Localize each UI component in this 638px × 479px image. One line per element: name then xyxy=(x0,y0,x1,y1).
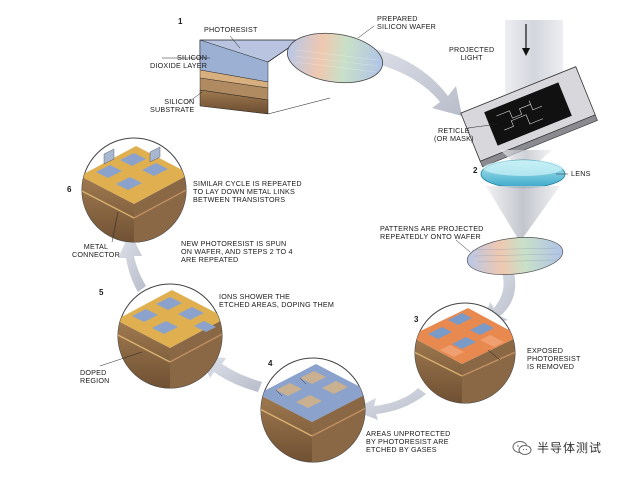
silicon-dioxide-line-1: SILICON xyxy=(177,53,208,62)
doped-region-line-1: DOPED xyxy=(80,368,107,377)
reticle-label: RETICLE (OR MASK) xyxy=(434,127,474,143)
step-6-metal-chip xyxy=(81,137,187,243)
step-2-projection xyxy=(460,20,598,275)
step-1-wafer-layers xyxy=(162,32,384,115)
lens-text: LENS xyxy=(571,169,591,178)
patterns-projected-line-2: REPEATEDLY ONTO WAFER xyxy=(380,232,481,241)
projected-light-line-1: PROJECTED xyxy=(449,45,495,54)
prepared-wafer xyxy=(286,32,384,84)
projected-light-line-2: LIGHT xyxy=(460,53,483,62)
new-photoresist-label: NEW PHOTORESIST IS SPUN ON WAFER, AND ST… xyxy=(181,240,293,264)
areas-unprotected-line-3: ETCHED BY GASES xyxy=(366,445,437,454)
projected-light-label: PROJECTED LIGHT xyxy=(449,46,494,62)
similar-cycle-label: SIMILAR CYCLE IS REPEATED TO LAY DOWN ME… xyxy=(193,180,302,204)
arrow-4-to-5 xyxy=(200,356,262,392)
lens-beam xyxy=(500,150,552,168)
metal-connector-line-2: CONNECTOR xyxy=(72,250,120,259)
patterns-projected-line-1: PATTERNS ARE PROJECTED xyxy=(380,224,484,233)
arrow-3-to-4 xyxy=(352,388,426,420)
silicon-substrate-label: SILICON SUBSTRATE xyxy=(150,98,194,114)
doped-region-line-2: REGION xyxy=(80,376,110,385)
arrow-1-to-2 xyxy=(358,46,462,116)
doped-region-label: DOPED REGION xyxy=(80,369,110,385)
step-number-2: 2 xyxy=(473,166,478,175)
step-5-doped-chip xyxy=(117,283,223,389)
silicon-substrate-line-1: SILICON xyxy=(164,97,195,106)
similar-cycle-line-2: TO LAY DOWN METAL LINKS xyxy=(193,187,296,196)
step-number-6: 6 xyxy=(67,185,72,194)
watermark: 半导体测试 xyxy=(512,439,602,456)
new-photoresist-line-1: NEW PHOTORESIST IS SPUN xyxy=(181,239,287,248)
new-photoresist-line-2: ON WAFER, AND STEPS 2 TO 4 xyxy=(181,247,293,256)
prepared-wafer-line-2: SILICON WAFER xyxy=(377,22,437,31)
photoresist-label: PHOTORESIST xyxy=(204,26,258,34)
focused-beam xyxy=(486,186,560,242)
step-number-4: 4 xyxy=(268,359,273,368)
ions-shower-line-2: ETCHED AREAS, DOPING THEM xyxy=(219,300,335,309)
watermark-text: 半导体测试 xyxy=(537,441,603,455)
step-number-3: 3 xyxy=(414,315,419,324)
new-photoresist-line-3: ARE REPEATED xyxy=(181,255,239,264)
exposed-photoresist-label: EXPOSED PHOTORESIST IS REMOVED xyxy=(527,347,581,371)
step-4-etched-chip xyxy=(260,357,366,463)
photoresist-text: PHOTORESIST xyxy=(204,25,258,34)
step-number-1: 1 xyxy=(178,17,183,26)
step-number-5: 5 xyxy=(99,288,104,297)
exposed-photoresist-line-1: EXPOSED xyxy=(527,346,564,355)
projected-wafer xyxy=(466,237,564,275)
prepared-wafer-label: PREPARED SILICON WAFER xyxy=(377,15,436,31)
lens-label: LENS xyxy=(571,170,591,178)
leader-lines xyxy=(99,25,568,367)
similar-cycle-line-3: BETWEEN TRANSISTORS xyxy=(193,195,286,204)
similar-cycle-line-1: SIMILAR CYCLE IS REPEATED xyxy=(193,179,302,188)
prepared-wafer-line-1: PREPARED xyxy=(377,14,418,23)
exposed-photoresist-line-2: PHOTORESIST xyxy=(527,354,581,363)
reticle-line-2: (OR MASK) xyxy=(434,134,474,143)
areas-unprotected-line-2: BY PHOTORESIST ARE xyxy=(366,437,449,446)
patterns-projected-label: PATTERNS ARE PROJECTED REPEATEDLY ONTO W… xyxy=(380,225,484,241)
silicon-dioxide-line-2: DIOXIDE LAYER xyxy=(150,61,208,70)
silicon-dioxide-label: SILICON DIOXIDE LAYER xyxy=(150,54,207,70)
metal-connector-line-1: METAL xyxy=(83,242,109,251)
areas-unprotected-label: AREAS UNPROTECTED BY PHOTORESIST ARE ETC… xyxy=(366,430,450,454)
exposed-photoresist-line-3: IS REMOVED xyxy=(527,362,575,371)
arrow-5-to-6 xyxy=(118,232,146,292)
ions-shower-line-1: IONS SHOWER THE xyxy=(219,292,291,301)
metal-connector-label: METAL CONNECTOR xyxy=(72,243,120,259)
wechat-icon xyxy=(512,440,532,455)
areas-unprotected-line-1: AREAS UNPROTECTED xyxy=(366,429,451,438)
silicon-substrate-line-2: SUBSTRATE xyxy=(150,105,195,114)
reticle-line-1: RETICLE xyxy=(437,126,470,135)
step-3-exposed-chip xyxy=(414,302,516,404)
ions-shower-label: IONS SHOWER THE ETCHED AREAS, DOPING THE… xyxy=(219,293,334,309)
